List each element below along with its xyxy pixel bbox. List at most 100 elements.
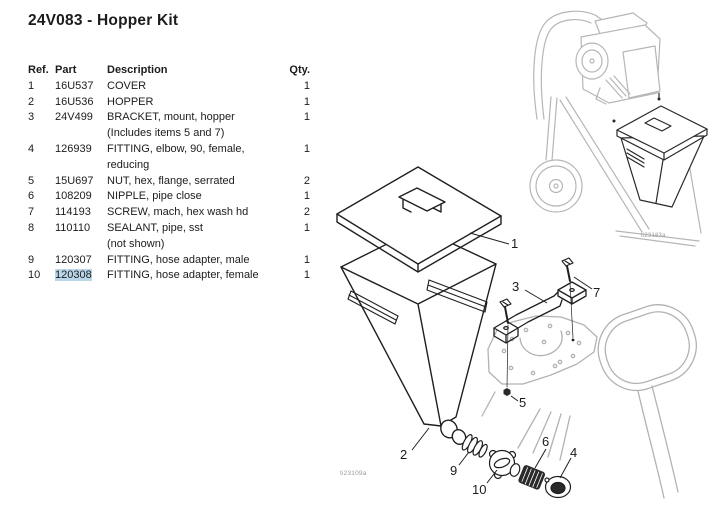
row-part: 110110 [55, 221, 91, 234]
hopper-spout [438, 417, 468, 446]
row-desc-line1: SEALANT, pipe, sst [107, 221, 203, 234]
callout-1: 1 [511, 236, 519, 251]
fitting-female-adapter [490, 451, 522, 479]
callout-9: 9 [450, 463, 458, 478]
callout-7: 7 [593, 285, 601, 300]
table-row: 3 24V499 BRACKET, mount, hopper (Includes… [28, 110, 310, 142]
row-part: 120308 [55, 268, 107, 284]
row-desc-line2: reducing [107, 158, 150, 171]
row-desc: SCREW, mach, hex wash hd [107, 205, 288, 221]
row-desc-line1: FITTING, hose adapter, male [107, 253, 250, 266]
row-desc-line1: NIPPLE, pipe close [107, 190, 202, 203]
row-qty: 1 [303, 221, 310, 234]
table-row: 7 114193 SCREW, mach, hex wash hd 2 [28, 205, 310, 221]
row-desc-line1: HOPPER [107, 95, 154, 108]
row-desc-line1: COVER [107, 79, 147, 92]
row-part: 16U536 [55, 95, 94, 108]
row-ref: 7 [28, 206, 35, 219]
row-ref: 8 [28, 221, 35, 234]
wheel [530, 160, 582, 212]
row-qty: 2 [303, 206, 310, 219]
row-qty: 1 [303, 79, 310, 92]
row-part: 24V499 [55, 111, 93, 124]
row-part: 120307 [55, 253, 92, 266]
bracket-screw [562, 258, 575, 342]
row-qty: 2 [303, 174, 310, 187]
cart-handle-tube [482, 295, 706, 498]
bracket-screw [500, 299, 511, 387]
row-desc-line1: NUT, hex, flange, serrated [107, 174, 235, 187]
plate-holes [502, 324, 580, 374]
row-ref: 4 [28, 142, 35, 155]
row-qty: 1 [303, 111, 310, 124]
leader-lines [412, 233, 592, 483]
mount-plate [488, 316, 597, 384]
row-ref: 5 [28, 174, 35, 187]
row-desc: BRACKET, mount, hopper (Includes items 5 … [107, 110, 288, 142]
row-desc: NIPPLE, pipe close [107, 189, 288, 205]
row-ref: 10 [28, 269, 41, 282]
table-row: 9 120307 FITTING, hose adapter, male 1 [28, 253, 310, 269]
row-desc-line1: FITTING, elbow, 90, female, [107, 142, 245, 155]
callout-4: 4 [570, 445, 578, 460]
row-desc: SEALANT, pipe, sst (not shown) [107, 221, 288, 253]
figure-code-hopper: ti23109a [340, 470, 367, 477]
row-desc: FITTING, elbow, 90, female, reducing [107, 142, 288, 174]
table-row: 10 120308 FITTING, hose adapter, female … [28, 268, 310, 284]
row-ref: 1 [28, 79, 35, 92]
table-row: 5 15U697 NUT, hex, flange, serrated 2 [28, 174, 310, 190]
row-qty: 1 [303, 253, 310, 266]
row-ref: 3 [28, 111, 35, 124]
row-part: 114193 [55, 206, 91, 219]
row-part: 15U697 [55, 174, 94, 187]
table-row: 8 110110 SEALANT, pipe, sst (not shown) 1 [28, 221, 310, 253]
col-header-part: Part [55, 64, 77, 76]
row-ref: 6 [28, 190, 35, 203]
callout-5: 5 [519, 395, 527, 410]
row-desc-line2: (Includes items 5 and 7) [107, 127, 225, 140]
row-desc: NUT, hex, flange, serrated [107, 174, 288, 190]
row-desc-line1: BRACKET, mount, hopper [107, 111, 235, 124]
elbow-fitting [545, 477, 571, 498]
row-part-highlighted: 120308 [55, 269, 92, 282]
row-desc-line1: FITTING, hose adapter, female [107, 269, 259, 282]
row-part: 16U537 [55, 79, 94, 92]
row-desc: HOPPER [107, 95, 288, 111]
table-row: 2 16U536 HOPPER 1 [28, 95, 310, 111]
page-title: 24V083 - Hopper Kit [28, 12, 179, 29]
callout-6: 6 [542, 434, 550, 449]
table-row: 4 126939 FITTING, elbow, 90, female, redu… [28, 142, 310, 174]
engine [576, 13, 660, 104]
table-row: 1 16U537 COVER 1 [28, 79, 310, 95]
row-qty: 1 [303, 142, 310, 155]
row-ref: 2 [28, 95, 35, 108]
table-row: 6 108209 NIPPLE, pipe close 1 [28, 189, 310, 205]
row-ref: 9 [28, 253, 35, 266]
row-desc-line2: (not shown) [107, 237, 165, 250]
col-header-ref: Ref. [28, 64, 49, 76]
col-header-qty: Qty. [289, 64, 310, 76]
installed-hopper [612, 93, 708, 207]
row-desc: COVER [107, 79, 288, 95]
machine-figure [530, 11, 707, 246]
figure-code-machine: ti23183a [641, 233, 666, 239]
bracket-figure [482, 258, 706, 498]
flange-nut [503, 388, 511, 396]
callout-3: 3 [512, 279, 520, 294]
row-part: 108209 [55, 190, 92, 203]
row-desc: FITTING, hose adapter, male [107, 253, 288, 269]
row-desc: FITTING, hose adapter, female [107, 268, 288, 284]
col-header-description: Description [107, 64, 168, 76]
hopper-figure [337, 167, 571, 498]
cart-frame [534, 11, 701, 246]
row-qty: 1 [303, 95, 310, 108]
callout-2: 2 [400, 447, 408, 462]
hopper-cover [337, 167, 501, 272]
pipe-nipple [518, 465, 546, 490]
parts-table: Ref. Part Description Qty. 1 16U537 COVE… [28, 63, 310, 284]
row-part: 126939 [55, 142, 92, 155]
table-header: Ref. Part Description Qty. [28, 63, 310, 79]
callout-10: 10 [472, 482, 487, 497]
